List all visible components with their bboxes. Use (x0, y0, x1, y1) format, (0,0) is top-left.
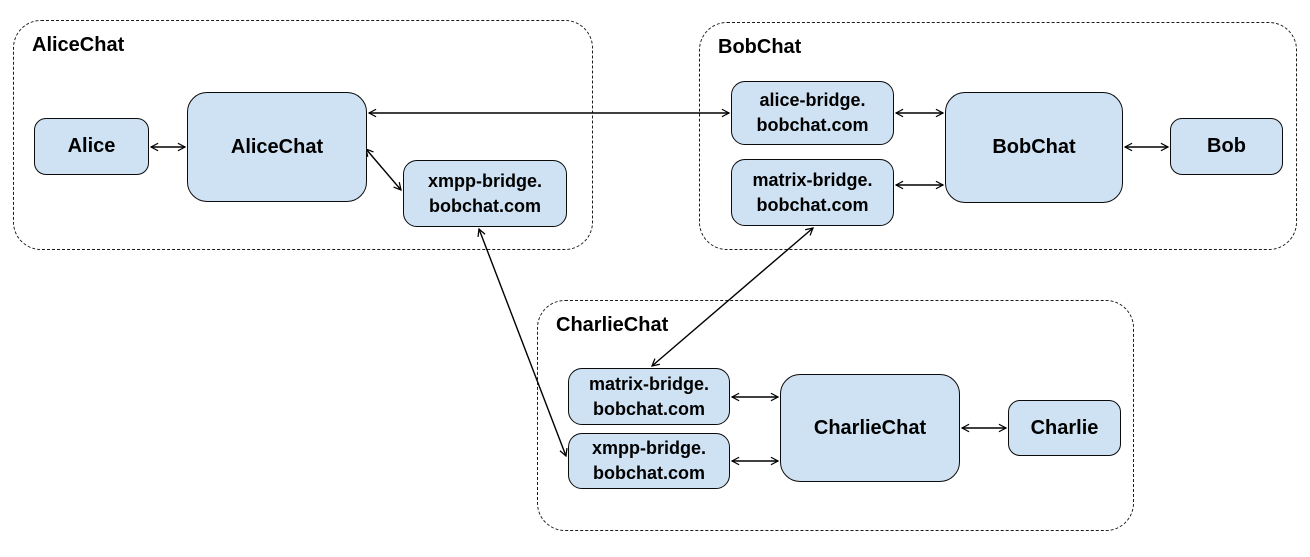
node-xmpp-bridge-alice-line2: bobchat.com (428, 195, 541, 216)
node-xmpp-bridge-charlie-line1: xmpp-bridge. (591, 438, 706, 458)
node-xmpp-bridge-alice: xmpp-bridge. bobchat.com (403, 160, 567, 227)
node-alice-bridge-bob-line2: bobchat.com (756, 115, 869, 135)
node-matrix-bridge-bob-line2: bobchat.com (756, 194, 869, 215)
node-alicechat-server-label: AliceChat (230, 135, 324, 158)
node-matrix-bridge-bob-line1: matrix-bridge. (752, 169, 873, 190)
node-alice-label: Alice (67, 135, 116, 157)
node-alice-bridge-bob-line1: alice-bridge. (759, 90, 866, 110)
group-charliechat-label: CharlieChat (556, 314, 669, 336)
node-matrix-bridge-bob: matrix-bridge. bobchat.com (731, 159, 894, 226)
node-matrix-bridge-charlie-line2: bobchat.com (592, 398, 705, 419)
node-charliechat-server-label: CharlieChat (813, 416, 927, 439)
node-xmpp-bridge-charlie: xmpp-bridge. bobchat.com (568, 433, 730, 489)
group-alicechat: AliceChat (13, 20, 593, 250)
node-matrix-bridge-charlie: matrix-bridge. bobchat.com (568, 368, 730, 425)
node-xmpp-bridge-alice-line1: xmpp-bridge. (427, 170, 542, 191)
node-charlie: Charlie (1008, 400, 1121, 456)
group-alicechat-label: AliceChat (32, 34, 125, 56)
node-matrix-bridge-charlie-line1: matrix-bridge. (588, 373, 710, 394)
node-bob: Bob (1170, 118, 1283, 175)
edge-xmppbridge-alice-xmppbridge-charlie (479, 229, 566, 456)
node-alice-bridge-bob: alice-bridge. bobchat.com (731, 81, 894, 145)
edge-alicechat-xmppbridge-alice (366, 149, 401, 190)
node-xmpp-bridge-charlie-line2: bobchat.com (592, 463, 705, 483)
node-alicechat-server: AliceChat (187, 92, 367, 202)
node-bob-label: Bob (1207, 135, 1246, 157)
node-charlie-label: Charlie (1030, 416, 1099, 439)
group-bobchat: BobChat (699, 22, 1297, 250)
node-bobchat-server: BobChat (945, 92, 1123, 203)
node-bobchat-server-label: BobChat (992, 136, 1076, 158)
edge-matrixbridge-bob-matrixbridge-charlie (652, 228, 813, 366)
node-alice: Alice (34, 118, 149, 175)
group-bobchat-label: BobChat (718, 36, 802, 58)
node-charliechat-server: CharlieChat (780, 374, 960, 482)
